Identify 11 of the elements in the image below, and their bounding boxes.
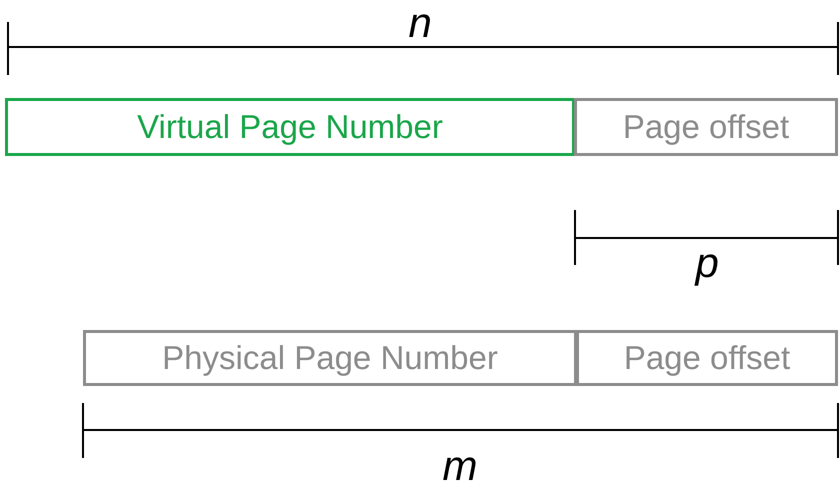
dimension-label: m <box>442 445 478 481</box>
field-box <box>5 98 575 156</box>
field-label: Virtual Page Number <box>137 108 443 146</box>
field-box <box>574 98 838 156</box>
field-box <box>576 330 838 386</box>
dimension-label: p <box>696 242 719 284</box>
dimension-label: n <box>408 2 432 44</box>
field-label: Page offset <box>622 108 790 146</box>
field-label: Physical Page Number <box>162 339 498 377</box>
field-label: Page offset <box>624 339 790 377</box>
field-box <box>83 330 577 386</box>
